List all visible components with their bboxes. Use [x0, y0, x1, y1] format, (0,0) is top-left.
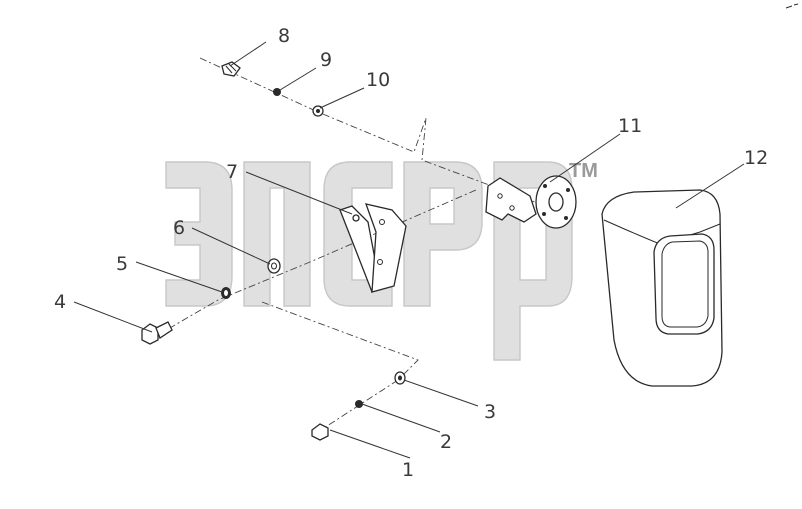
- leader-lines: [73, 41, 745, 459]
- part-bolt-4: [141, 321, 173, 345]
- part-nut-3: [394, 371, 406, 385]
- part-mount-11: [485, 175, 577, 229]
- callout-4: 4: [54, 291, 66, 313]
- corner-mark: [785, 3, 799, 9]
- callout-8: 8: [278, 25, 290, 47]
- callout-6: 6: [173, 217, 185, 239]
- callout-12: 12: [744, 147, 768, 169]
- part-bolt-small: [221, 61, 241, 77]
- part-washer-6: [267, 258, 281, 274]
- trademark-mark: TM: [569, 160, 598, 182]
- part-nut-10: [312, 105, 324, 117]
- part-mirror-12: [601, 189, 723, 387]
- callout-7: 7: [226, 161, 238, 183]
- callout-labels: 1 2 3 4 5 6 7 8 9 10 11 12: [54, 25, 768, 481]
- callout-3: 3: [484, 401, 496, 423]
- callout-1: 1: [402, 459, 414, 481]
- callout-5: 5: [116, 253, 128, 275]
- part-washer-9: [273, 88, 281, 96]
- part-washer-2: [355, 400, 363, 408]
- part-washer-5: [221, 287, 231, 299]
- callout-11: 11: [618, 115, 642, 137]
- callout-10: 10: [366, 69, 390, 91]
- part-bracket-7: [339, 203, 407, 294]
- callout-9: 9: [320, 49, 332, 71]
- part-bolt-1: [311, 423, 329, 441]
- callout-2: 2: [440, 431, 452, 453]
